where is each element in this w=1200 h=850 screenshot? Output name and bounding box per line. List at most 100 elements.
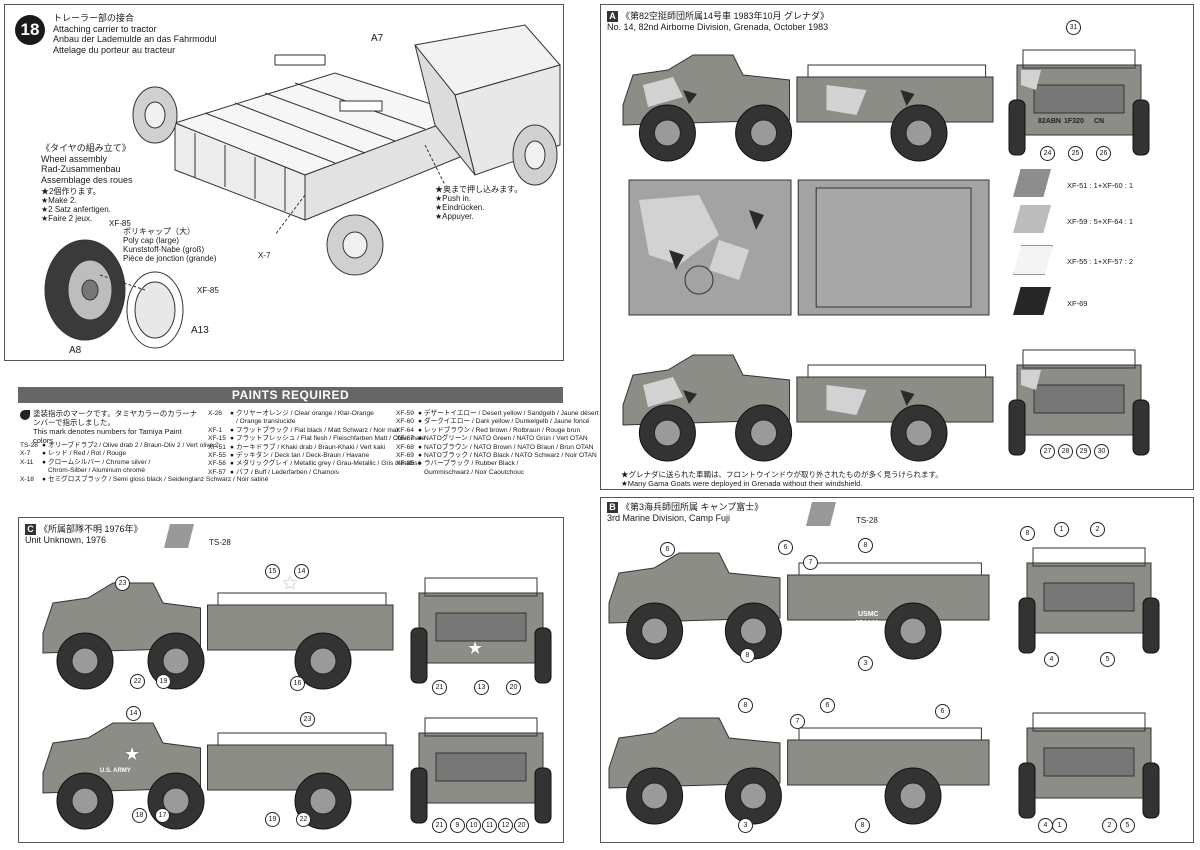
callout-number: 19 bbox=[265, 812, 280, 827]
scheme-b-rear bbox=[1018, 712, 1160, 819]
scheme-c-side-right bbox=[42, 722, 394, 830]
part-label-a13: A13 bbox=[191, 325, 209, 336]
scheme-b-title: B《第3海兵師団所属 キャンプ富士》 3rd Marine Division, … bbox=[607, 502, 763, 524]
paint-code: XF-85 bbox=[396, 460, 414, 468]
callout-number: 19 bbox=[156, 674, 171, 689]
scheme-c-title: C《所属部隊不明 1976年》 Unit Unknown, 1976 bbox=[25, 524, 143, 546]
paint-code: XF-69 bbox=[396, 452, 414, 460]
poly-cap-fr: Pièce de jonction (grande) bbox=[123, 254, 217, 263]
callout-number: 28 bbox=[1058, 444, 1073, 459]
paint-name: フラットブラック / Flat black / Matt Schwarz / N… bbox=[236, 426, 399, 434]
paint-code bbox=[208, 418, 230, 426]
callout-number: 8 bbox=[740, 648, 755, 663]
callout-number: 7 bbox=[803, 555, 818, 570]
callout-number: 3 bbox=[858, 656, 873, 671]
callout-number: 8 bbox=[855, 818, 870, 833]
wheel-title-jp: 《タイヤの組み立て》 bbox=[41, 143, 131, 153]
scheme-b-front bbox=[1018, 547, 1160, 654]
paint-name: ラバーブラック / Rubber Black / bbox=[424, 460, 519, 468]
paint-name: レッド / Red / Rot / Rouge bbox=[48, 450, 127, 458]
callout-number: 23 bbox=[115, 576, 130, 591]
paint-dot-icon: ● bbox=[42, 458, 46, 466]
paints-intro: 塗装指示のマークです。タミヤカラーのカラーナンバーで指示しました。 This m… bbox=[33, 409, 203, 445]
paint-code: XF-1 bbox=[208, 426, 223, 434]
scheme-c-rear bbox=[410, 717, 552, 824]
callout-number: 2 bbox=[1102, 818, 1117, 833]
paint-dot-icon: ● bbox=[418, 452, 422, 460]
vehicle-marking: USMC bbox=[858, 611, 879, 618]
paint-code bbox=[20, 467, 42, 475]
scheme-b-panel: B《第3海兵師団所属 キャンプ富士》 3rd Marine Division, … bbox=[600, 497, 1194, 843]
scheme-a-title-jp: 《第82空挺師団所属14号車 1983年10月 グレナダ》 bbox=[621, 11, 830, 21]
callout-number: 23 bbox=[300, 712, 315, 727]
callout-number: 6 bbox=[820, 698, 835, 713]
paint-name: NATOブラウン / NATO Brown / NATO Braun / Bru… bbox=[424, 443, 594, 451]
callout-number: 1 bbox=[1052, 818, 1067, 833]
paint-code: XF-68 bbox=[396, 443, 414, 451]
paint-name: Chrom-Silber / Aluminum chromé bbox=[48, 467, 146, 475]
callout-number: 8 bbox=[858, 538, 873, 553]
paint-row: XF-15●フラットフレッシュ / Flat flesh / Fleischfa… bbox=[208, 435, 425, 443]
callout-number: 16 bbox=[290, 676, 305, 691]
paint-name: メタリックグレイ / Metallic grey / Grau-Metallic… bbox=[236, 460, 422, 468]
callout-number: 10 bbox=[466, 818, 481, 833]
push-note-en: ★Push in. bbox=[435, 194, 472, 203]
scheme-a-side-right bbox=[622, 354, 994, 462]
paint-code bbox=[396, 469, 418, 477]
paint-row: XF-64●レッドブラウン / Red brown / Rotbraun / R… bbox=[396, 426, 580, 435]
star-insignia-icon: ★ bbox=[124, 744, 141, 764]
paint-name: フラットフレッシュ / Flat flesh / Fleischfarben M… bbox=[236, 435, 426, 443]
paint-dot-icon: ● bbox=[230, 468, 234, 476]
callout-number: 3 bbox=[738, 818, 753, 833]
paint-name: レッドブラウン / Red brown / Rotbraun / Rouge b… bbox=[424, 426, 581, 434]
push-note-jp: ★奥まで押し込みます。 bbox=[435, 185, 523, 194]
scheme-c-title-en: Unit Unknown, 1976 bbox=[25, 535, 107, 545]
paint-dot-icon: ● bbox=[230, 443, 234, 451]
paint-name: デザートイエロー / Desert yellow / Sandgelb / Ja… bbox=[424, 410, 599, 417]
scheme-b-vehicles-drawing bbox=[608, 547, 1160, 825]
scheme-b-letter: B bbox=[607, 502, 618, 513]
callout-number: 2 bbox=[1090, 522, 1105, 537]
ts28-swatch-b bbox=[806, 502, 836, 526]
scheme-c-vehicles-drawing bbox=[42, 577, 552, 830]
paint-row: X-26●クリヤーオレンジ / Clear orange / Klar-Oran… bbox=[208, 410, 388, 418]
paint-dot-icon: ● bbox=[418, 426, 422, 434]
paint-row: XF-51●カーキドラブ / Khaki drab / Braun-Khaki … bbox=[208, 444, 388, 452]
ts28-swatch-c bbox=[164, 524, 194, 548]
callout-number: 20 bbox=[506, 680, 521, 695]
callout-number: 8 bbox=[738, 698, 753, 713]
callout-number: 22 bbox=[296, 812, 311, 827]
make-note-fr: ★Faire 2 jeux. bbox=[41, 214, 93, 223]
wheel-icon bbox=[410, 767, 428, 824]
callout-number: 8 bbox=[1020, 526, 1035, 541]
scheme-a-side-left bbox=[622, 54, 994, 162]
wheel-title-en: Wheel assembly bbox=[41, 153, 108, 164]
camo-swatch-3-label: XF-55 : 1+XF-57 : 2 bbox=[1067, 257, 1134, 266]
paint-row: XF-68●NATOブラウン / NATO Brown / NATO Braun… bbox=[396, 443, 594, 452]
callout-number: 4 bbox=[1044, 652, 1059, 667]
paint-row: Gummischwarz / Noir Caoutchouc bbox=[396, 469, 564, 477]
paint-code: XF-67 bbox=[396, 435, 414, 443]
paint-dot-icon: ● bbox=[230, 460, 234, 468]
wheel-icon bbox=[534, 767, 552, 824]
wheel-title-de: Rad-Zusammenbau bbox=[41, 164, 121, 174]
callout-number: 7 bbox=[790, 714, 805, 729]
callout-number: 24 bbox=[1040, 146, 1055, 161]
paint-dot-icon: ● bbox=[42, 450, 46, 458]
paint-code: XF-55 bbox=[208, 452, 226, 460]
callout-number: 13 bbox=[474, 680, 489, 695]
vehicle-marking: 1F320 bbox=[1064, 118, 1084, 125]
step18-panel: 18 トレーラー部の接合 Attaching carrier to tracto… bbox=[4, 4, 564, 361]
paint-dot-icon: ● bbox=[418, 418, 422, 426]
paint-code: XF-56 bbox=[208, 460, 226, 468]
push-in-note: ★奥まで押し込みます。 ★Push in. ★Eindrücken. ★Appu… bbox=[435, 185, 522, 221]
callout-number: 21 bbox=[432, 680, 447, 695]
ts28-label-c: TS-28 bbox=[209, 538, 231, 547]
paint-dot-icon: ● bbox=[230, 410, 234, 417]
part-label-a7: A7 bbox=[371, 33, 384, 44]
callout-number: 26 bbox=[1096, 146, 1111, 161]
callout-number: 14 bbox=[126, 706, 141, 721]
paint-name: NATOブラック / NATO Black / NATO Schwarz / N… bbox=[424, 452, 597, 460]
scheme-c-side-left bbox=[42, 582, 394, 690]
scheme-a-letter: A bbox=[607, 11, 618, 22]
